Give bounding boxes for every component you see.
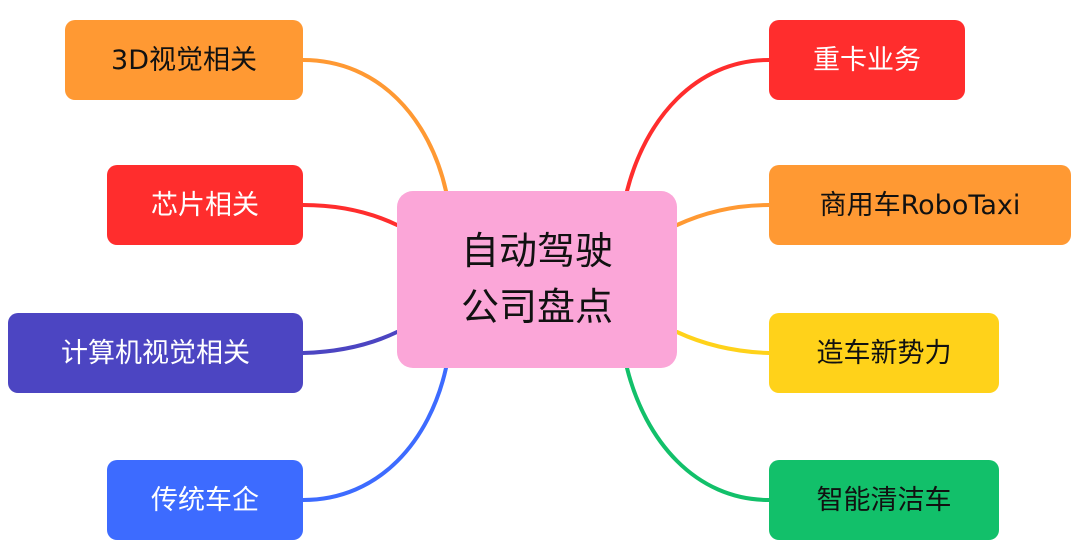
connector-new-automakers [675,330,771,355]
connector-3d-vision [301,58,448,193]
connector-smart-cleaning [625,366,771,502]
branch-label: 芯片相关 [151,189,259,221]
connector-traditional-automakers [301,366,448,502]
branch-label: 造车新势力 [816,337,952,369]
connector-computer-vision [301,330,399,355]
branch-label: 3D视觉相关 [111,44,257,76]
branch-computer-vision[interactable]: 计算机视觉相关 [8,313,303,393]
central-topic-line1: 自动驾驶 [460,229,613,274]
branch-3d-vision[interactable]: 3D视觉相关 [65,20,303,100]
central-topic-node[interactable]: 自动驾驶 公司盘点 [397,191,677,368]
branch-chip[interactable]: 芯片相关 [107,165,303,245]
branch-new-automakers[interactable]: 造车新势力 [769,313,999,393]
branch-label: 计算机视觉相关 [61,337,250,369]
branch-label: 传统车企 [151,484,259,516]
central-topic-line2: 公司盘点 [460,284,613,329]
branch-heavy-truck[interactable]: 重卡业务 [769,20,965,100]
connector-robotaxi [675,203,771,227]
connector-chip [301,203,399,227]
connector-heavy-truck [625,58,771,193]
branch-traditional-automakers[interactable]: 传统车企 [107,460,303,540]
branch-robotaxi[interactable]: 商用车RoboTaxi [769,165,1071,245]
branch-label: 商用车RoboTaxi [819,189,1021,221]
branch-label: 重卡业务 [813,44,921,76]
branch-smart-cleaning[interactable]: 智能清洁车 [769,460,999,540]
branch-label: 智能清洁车 [816,484,952,516]
